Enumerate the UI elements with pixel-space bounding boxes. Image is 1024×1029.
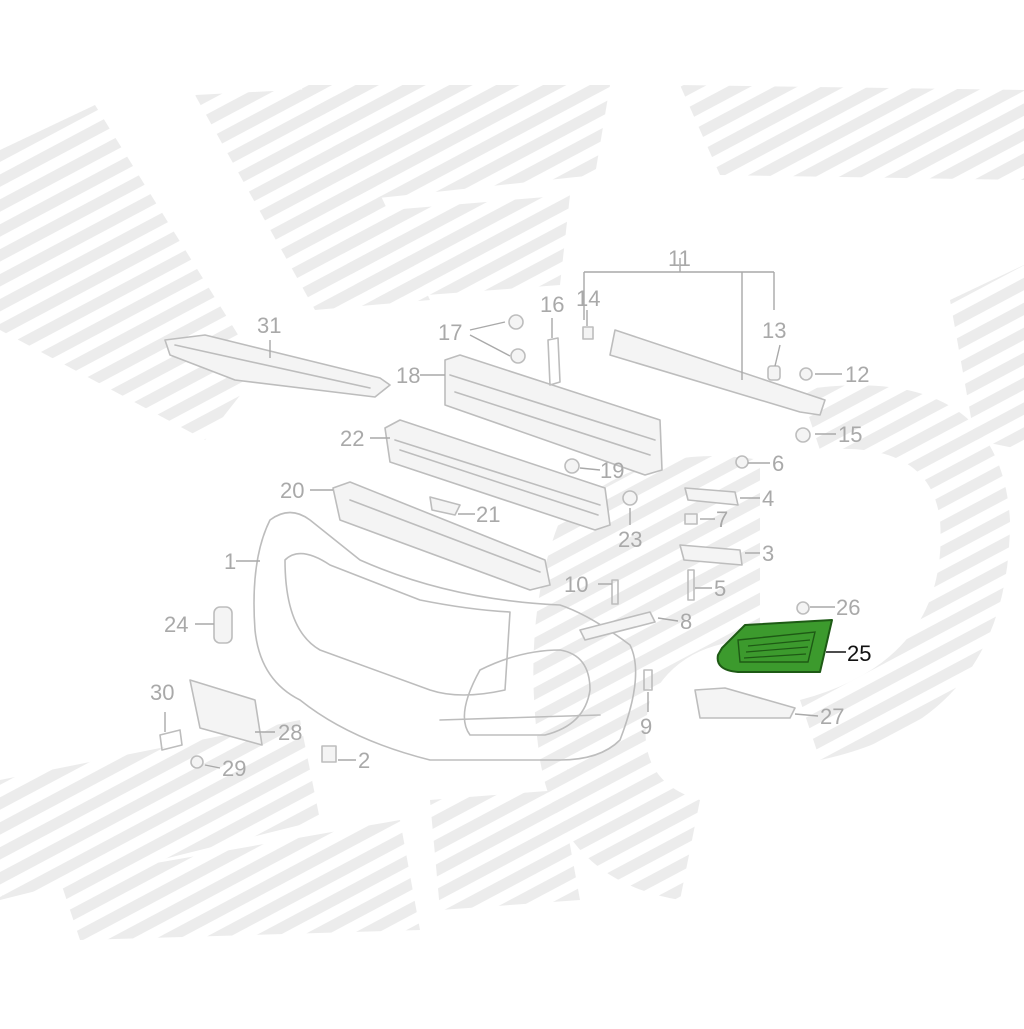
part-20-grille-support (332, 481, 551, 591)
callout-10[interactable]: 10 (564, 572, 588, 597)
callout-15[interactable]: 15 (838, 422, 862, 447)
callout-31[interactable]: 31 (257, 313, 281, 338)
callout-12[interactable]: 12 (845, 362, 869, 387)
part-1-fascia (253, 511, 637, 761)
watermark (0, 85, 1024, 940)
callout-25-active[interactable]: 25 (847, 641, 871, 666)
callout-23[interactable]: 23 (618, 527, 642, 552)
callout-8[interactable]: 8 (680, 609, 692, 634)
callout-7[interactable]: 7 (716, 507, 728, 532)
callout-5[interactable]: 5 (714, 576, 726, 601)
part-11-bracket (609, 329, 826, 416)
callout-28[interactable]: 28 (278, 720, 302, 745)
callout-22[interactable]: 22 (340, 426, 364, 451)
callout-20[interactable]: 20 (280, 478, 304, 503)
callout-16[interactable]: 16 (540, 292, 564, 317)
callout-24[interactable]: 24 (164, 612, 188, 637)
callout-4[interactable]: 4 (762, 486, 774, 511)
callout-2[interactable]: 2 (358, 748, 370, 773)
part-25-highlighted-bezel[interactable] (716, 619, 833, 673)
callout-1[interactable]: 1 (224, 549, 236, 574)
callout-29[interactable]: 29 (222, 756, 246, 781)
callout-6[interactable]: 6 (772, 451, 784, 476)
callout-labels: 11 31 17 16 14 13 12 18 15 22 6 19 20 4 … (150, 246, 871, 781)
part-18-reinforcement (444, 354, 663, 476)
callout-30[interactable]: 30 (150, 680, 174, 705)
part-22-impact-bar (384, 419, 611, 531)
callout-13[interactable]: 13 (762, 318, 786, 343)
callout-27[interactable]: 27 (820, 704, 844, 729)
callout-19[interactable]: 19 (600, 458, 624, 483)
callout-9[interactable]: 9 (640, 714, 652, 739)
part-31-absorber (164, 334, 391, 398)
callout-17[interactable]: 17 (438, 320, 462, 345)
leader-lines (164, 258, 846, 769)
callout-26[interactable]: 26 (836, 595, 860, 620)
callout-11[interactable]: 11 (668, 246, 691, 271)
callout-18[interactable]: 18 (396, 363, 420, 388)
part-28-license-bracket (189, 679, 263, 746)
callout-21[interactable]: 21 (476, 502, 500, 527)
fasteners (159, 314, 813, 769)
callout-14[interactable]: 14 (576, 286, 600, 311)
part-24-side-marker (213, 606, 233, 644)
callout-3[interactable]: 3 (762, 541, 774, 566)
